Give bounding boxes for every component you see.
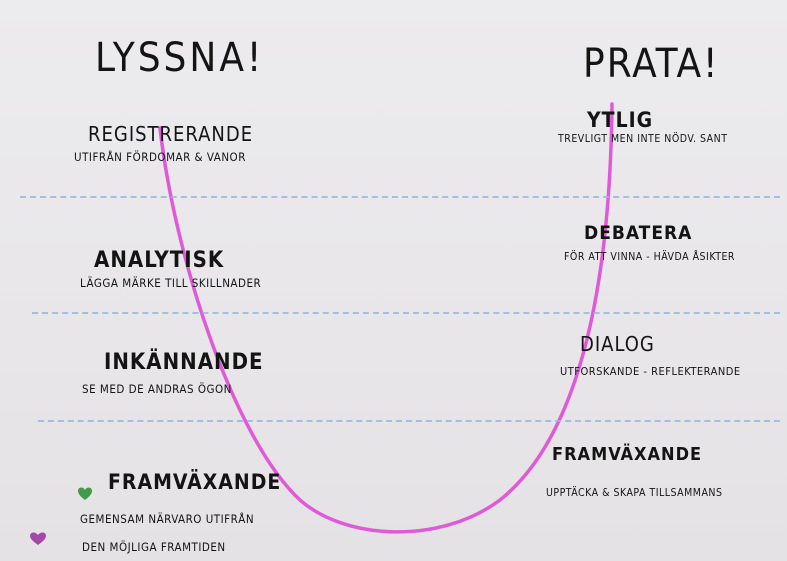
right-level-4-subtext: UPPTÄCKA & SKAPA TILLSAMMANS: [546, 487, 723, 499]
left-level-4-heading: FRAMVÄXANDE: [108, 470, 282, 494]
right-level-3-subtext: UTFORSKANDE - REFLEKTERANDE: [560, 365, 741, 378]
left-level-1-subtext: UTIFRÅN FÖRDOMAR & VANOR: [74, 150, 246, 164]
right-level-1-subtext: TREVLIGT MEN INTE NÖDV. SANT: [558, 133, 728, 145]
left-level-1-heading: REGISTRERANDE: [88, 122, 254, 146]
level-divider-2: [32, 312, 780, 314]
right-level-2-subtext: FÖR ATT VINNA - HÄVDA ÅSIKTER: [564, 251, 735, 263]
left-level-4-subtext-line1: GEMENSAM NÄRVARO UTIFRÅN: [80, 512, 255, 526]
level-divider-3: [38, 420, 780, 422]
u-curve-line: [158, 102, 614, 534]
level-divider-1: [20, 196, 780, 198]
left-level-3-heading: INKÄNNANDE: [104, 350, 264, 375]
right-level-1-heading: YTLIG: [587, 108, 654, 132]
right-level-3-heading: DIALOG: [580, 332, 655, 356]
left-level-2-subtext: LÄGGA MÄRKE TILL SKILLNADER: [80, 276, 262, 290]
left-column-title: LYSSNA!: [95, 35, 265, 81]
right-level-2-heading: DEBATERA: [584, 222, 693, 244]
green-heart-icon: [78, 487, 92, 500]
right-column-title: PRATA!: [583, 41, 720, 87]
left-level-4-subtext-line2: DEN MÖJLIGA FRAMTIDEN: [82, 540, 226, 554]
left-level-3-subtext: SE MED DE ANDRAS ÖGON: [82, 382, 232, 396]
purple-heart-icon: [30, 532, 46, 545]
right-level-4-heading: FRAMVÄXANDE: [552, 444, 703, 465]
left-level-2-heading: ANALYTISK: [94, 248, 225, 273]
